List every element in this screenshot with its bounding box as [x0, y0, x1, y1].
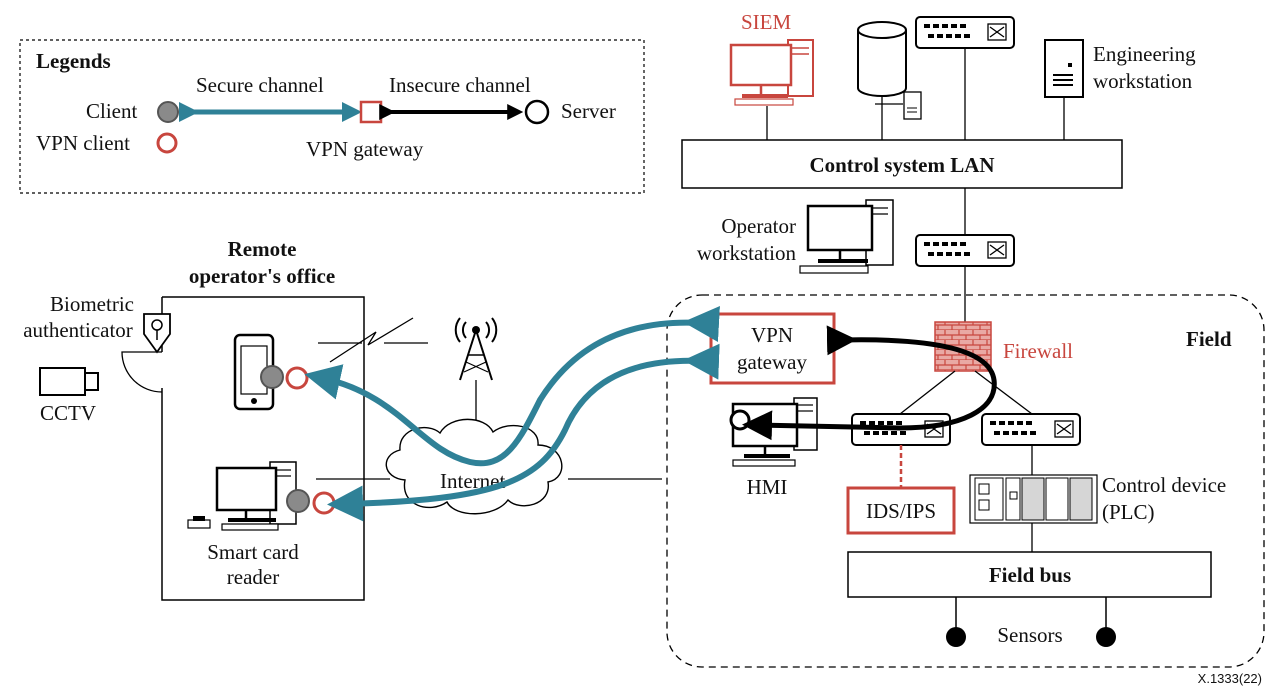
operator-workstation-label-2: workstation	[697, 241, 797, 265]
pc-vpn-client-symbol	[312, 491, 336, 515]
biometric-label-1: Biometric	[50, 292, 134, 316]
database-icon	[857, 21, 922, 140]
remote-office-title-1: Remote	[228, 237, 297, 261]
legend-insecure-channel-label: Insecure channel	[389, 73, 531, 97]
lan-switch-icon-middle	[915, 234, 1015, 322]
control-system-lan-label: Control system LAN	[809, 153, 994, 177]
secure-channel-pc	[327, 343, 720, 522]
office-wall	[161, 296, 365, 601]
legend-vpn-gateway-label: VPN gateway	[306, 137, 424, 161]
cctv-label: CCTV	[40, 401, 96, 425]
field-title: Field	[1186, 327, 1232, 351]
operator-workstation-label-1: Operator	[721, 214, 796, 238]
field-vpn-gateway-label-1: VPN	[751, 323, 793, 347]
ids-ips-label: IDS/IPS	[866, 499, 936, 523]
remote-office-title-2: operator's office	[189, 264, 335, 288]
remote-pc-icon	[215, 461, 297, 531]
figure-id: X.1333(22)	[1198, 671, 1262, 686]
hmi-label: HMI	[747, 475, 788, 499]
legend-client-label: Client	[86, 99, 137, 123]
server-symbol	[524, 99, 550, 125]
client-symbol	[157, 101, 179, 123]
plc-control-device-icon	[969, 474, 1098, 524]
smart-card-label-1: Smart card	[207, 540, 299, 564]
biometric-authenticator-icon	[143, 313, 171, 354]
field-vpn-gateway-label-2: gateway	[737, 350, 807, 374]
hmi-server-symbol	[729, 409, 751, 431]
legend-box: Legends Client VPN client Secure channel…	[19, 39, 645, 194]
smart-card-reader-icon	[187, 516, 211, 529]
legend-vpn-client-label: VPN client	[36, 131, 130, 155]
vpn-gateway-symbol	[359, 100, 383, 124]
engineering-workstation-icon	[1044, 39, 1084, 140]
remote-office: Remote operator's office Biometric authe…	[23, 237, 498, 601]
legend-secure-channel-label: Secure channel	[196, 73, 324, 97]
ids-ips-box	[846, 486, 956, 535]
control-device-label-1: Control device	[1102, 473, 1226, 497]
field-bus-bar	[847, 551, 1212, 598]
secure-channels	[304, 306, 720, 522]
field-bus-label: Field bus	[989, 563, 1071, 587]
control-device-label-2: (PLC)	[1102, 500, 1155, 524]
phone-vpn-client-symbol	[285, 366, 309, 390]
control-system-lan-area: SIEM	[681, 10, 1196, 322]
antenna-tower-icon	[454, 317, 498, 433]
engineering-workstation-label-2: workstation	[1093, 69, 1193, 93]
sensors-label: Sensors	[997, 623, 1062, 647]
insecure-channel-hmi	[742, 325, 997, 441]
wireless-link-icon	[318, 317, 428, 363]
phone-client-symbol	[260, 365, 284, 389]
pc-client-symbol	[286, 489, 310, 513]
field-switch-icon-right	[981, 413, 1081, 446]
operator-workstation-icon	[799, 199, 894, 274]
sensor-icon-right	[1096, 627, 1116, 647]
lan-switch-icon-top	[915, 16, 1015, 140]
smartphone-icon	[233, 333, 275, 411]
smart-card-label-2: reader	[227, 565, 279, 589]
firewall-label: Firewall	[1003, 339, 1073, 363]
sensor-icon-left	[946, 627, 966, 647]
cctv-camera-icon	[39, 367, 99, 396]
hmi-computer-icon	[731, 397, 818, 467]
insecure-channel	[742, 325, 997, 441]
control-system-lan-bar	[681, 139, 1123, 189]
engineering-workstation-label-1: Engineering	[1093, 42, 1196, 66]
siem-computer-icon	[729, 39, 814, 106]
legend-server-label: Server	[561, 99, 616, 123]
office-door	[121, 351, 163, 393]
legend-title: Legends	[36, 49, 111, 73]
siem-label: SIEM	[741, 10, 792, 34]
biometric-label-2: authenticator	[23, 318, 133, 342]
vpn-client-symbol	[156, 132, 178, 154]
